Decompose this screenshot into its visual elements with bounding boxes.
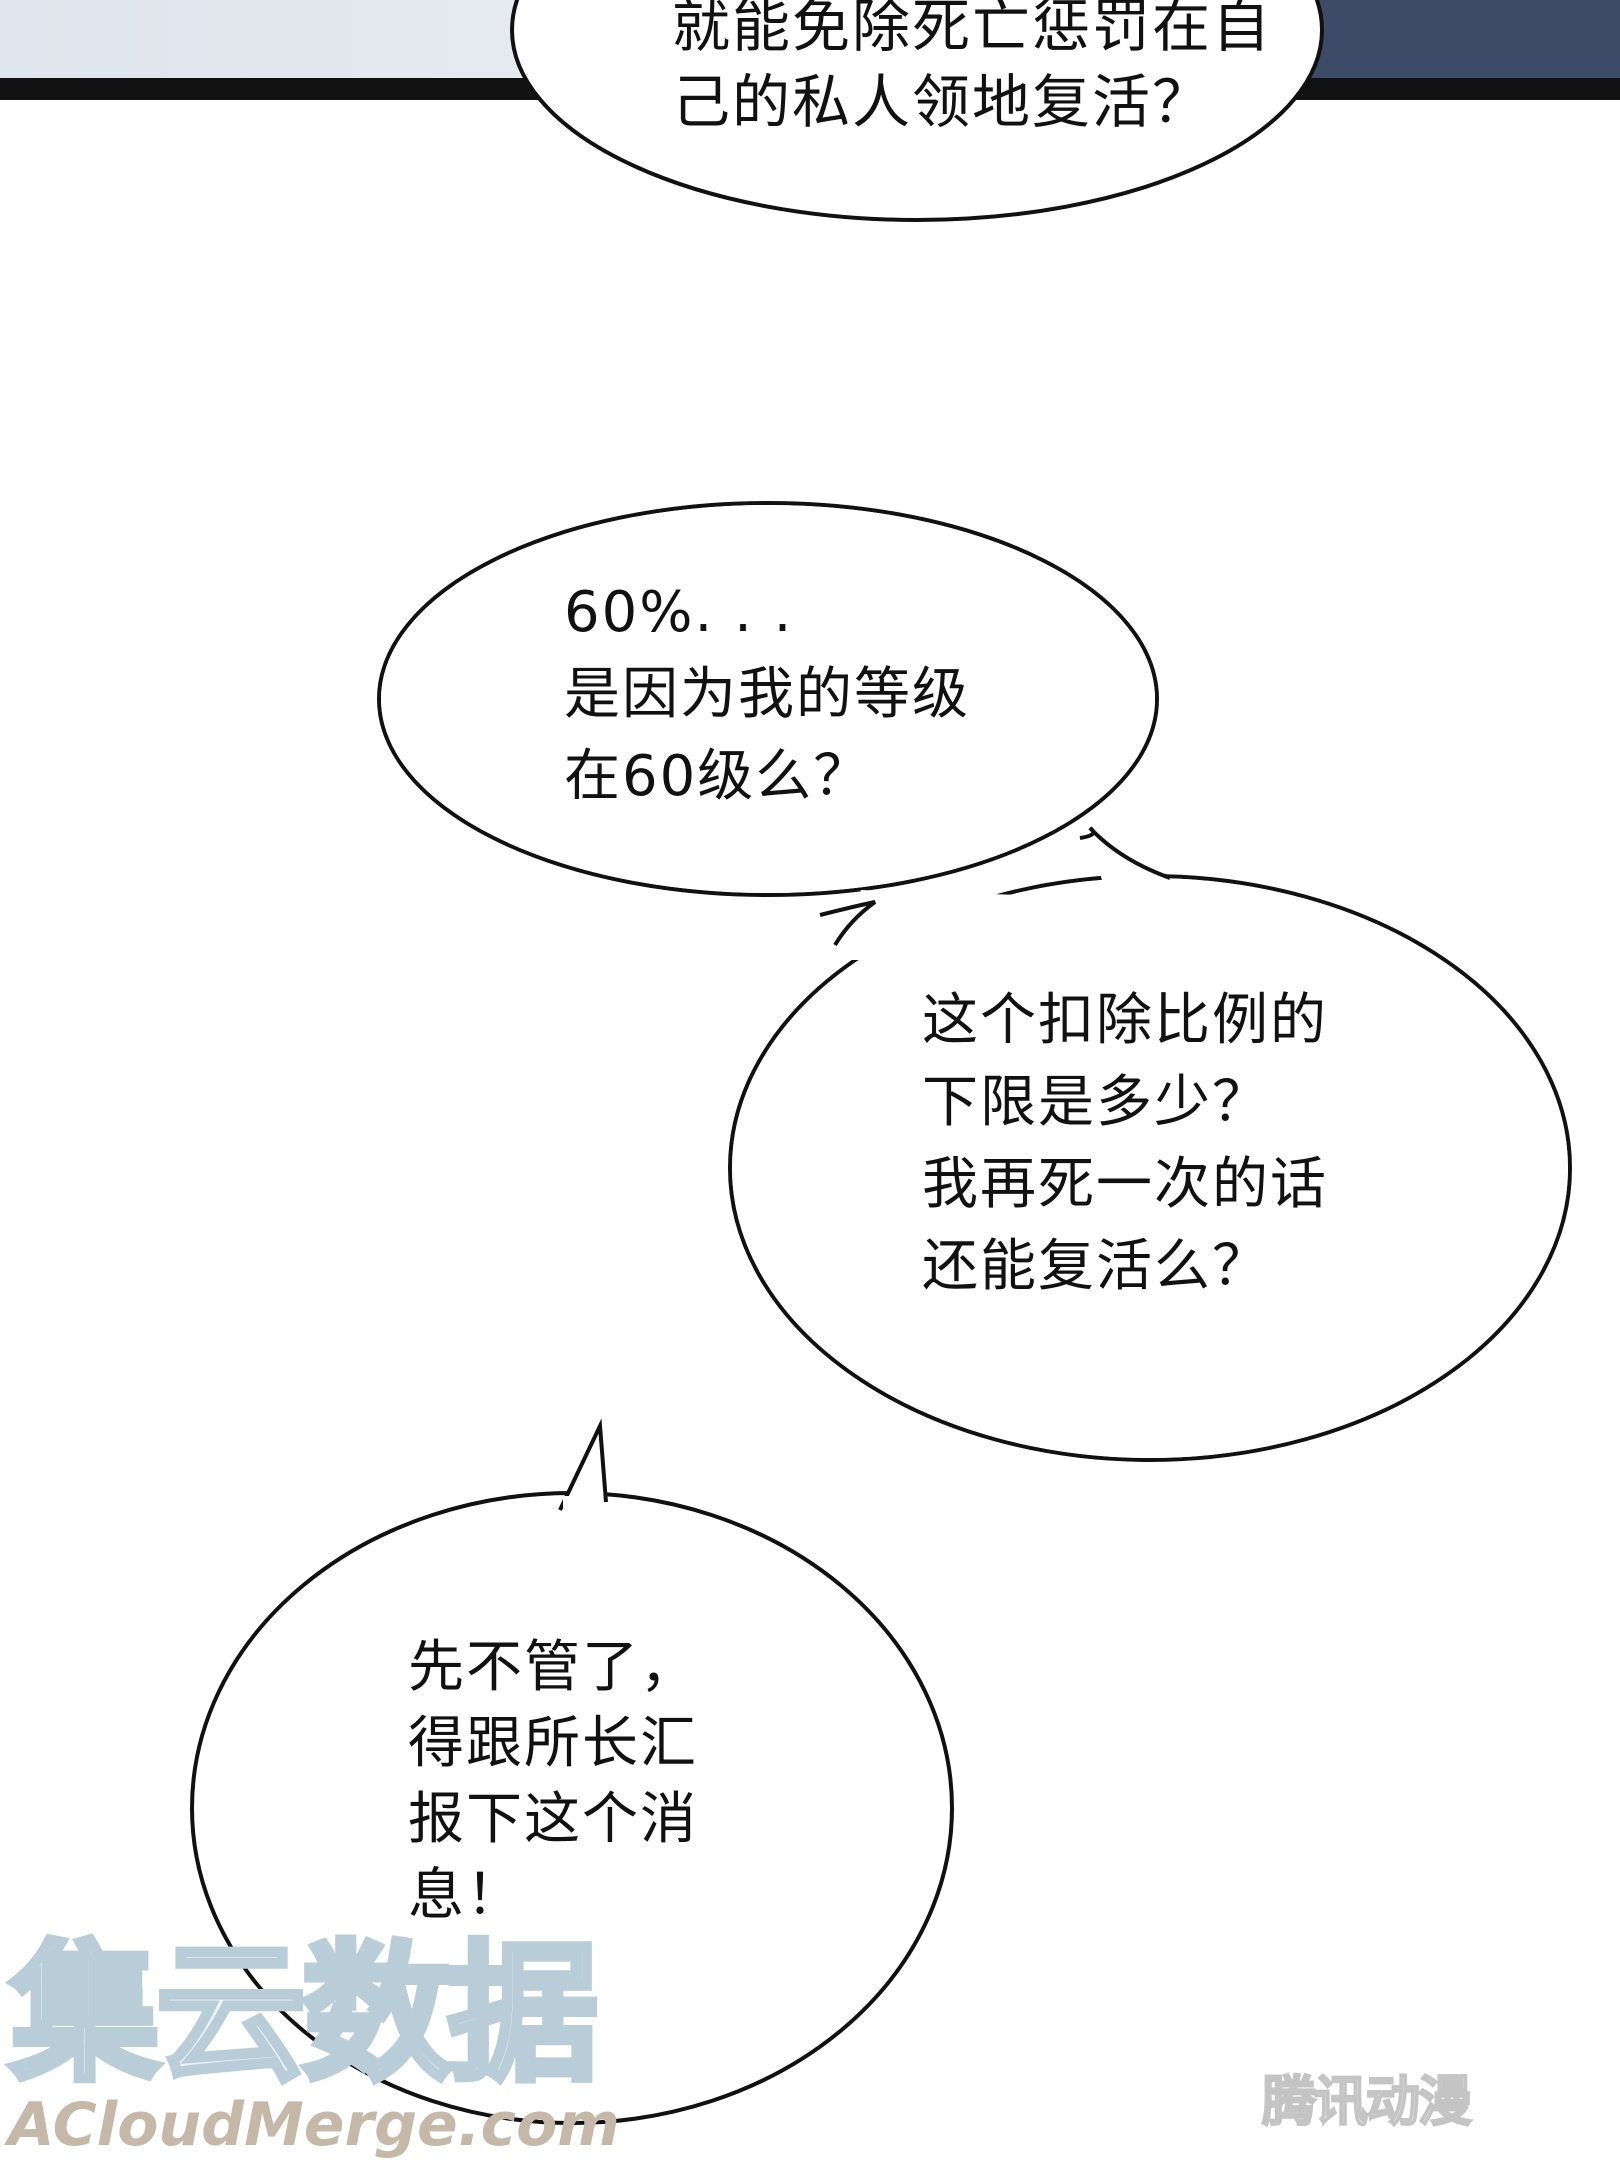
text-line: 己的私人领地复活？ (672, 68, 1213, 136)
text-line: 还能复活么？ (922, 1234, 1270, 1299)
bubble-connector-right-edge (1079, 826, 1171, 880)
text-line: 报下这个消 (408, 1787, 698, 1852)
bubble-2-text: 60%. . . 是因为我的等级 在60级么？ (564, 572, 970, 818)
bubble-3-fill (732, 878, 1568, 1458)
watermark-site-en: ACloudMerge.com (8, 2090, 620, 2160)
text-line: 在60级么？ (564, 744, 872, 809)
text-line: 就能免除死亡惩罚在自 (672, 0, 1273, 60)
bubble-3-text: 这个扣除比例的 下限是多少？ 我再死一次的话 还能复活么？ (922, 980, 1328, 1308)
tail-joint-cover (563, 1496, 603, 1516)
text-line: 是因为我的等级 (564, 662, 970, 727)
text-line: 我再死一次的话 (922, 1152, 1328, 1217)
bubble-connector-left-edge (819, 900, 877, 947)
speech-bubble-1 (510, 0, 1324, 222)
text-line: 这个扣除比例的 (922, 988, 1328, 1053)
watermark-publisher: 腾讯动漫 (1261, 2069, 1473, 2134)
speech-bubble-4-tail (558, 1418, 608, 1511)
bubble-4-text: 先不管了， 得跟所长汇 报下这个消 息！ (408, 1630, 698, 1934)
text-line: 息！ (408, 1863, 524, 1928)
bubble-2-fill (381, 505, 1155, 893)
text-line: 60%. . . (564, 580, 794, 645)
text-line: 下限是多少？ (922, 1070, 1270, 1135)
bubble-1-text: 就能免除死亡惩罚在自 己的私人领地复活？ (672, 0, 1272, 140)
text-line: 先不管了， (408, 1635, 698, 1700)
watermark-site-cn: 集云数据 (7, 1928, 601, 2102)
text-line: 得跟所长汇 (408, 1711, 698, 1776)
